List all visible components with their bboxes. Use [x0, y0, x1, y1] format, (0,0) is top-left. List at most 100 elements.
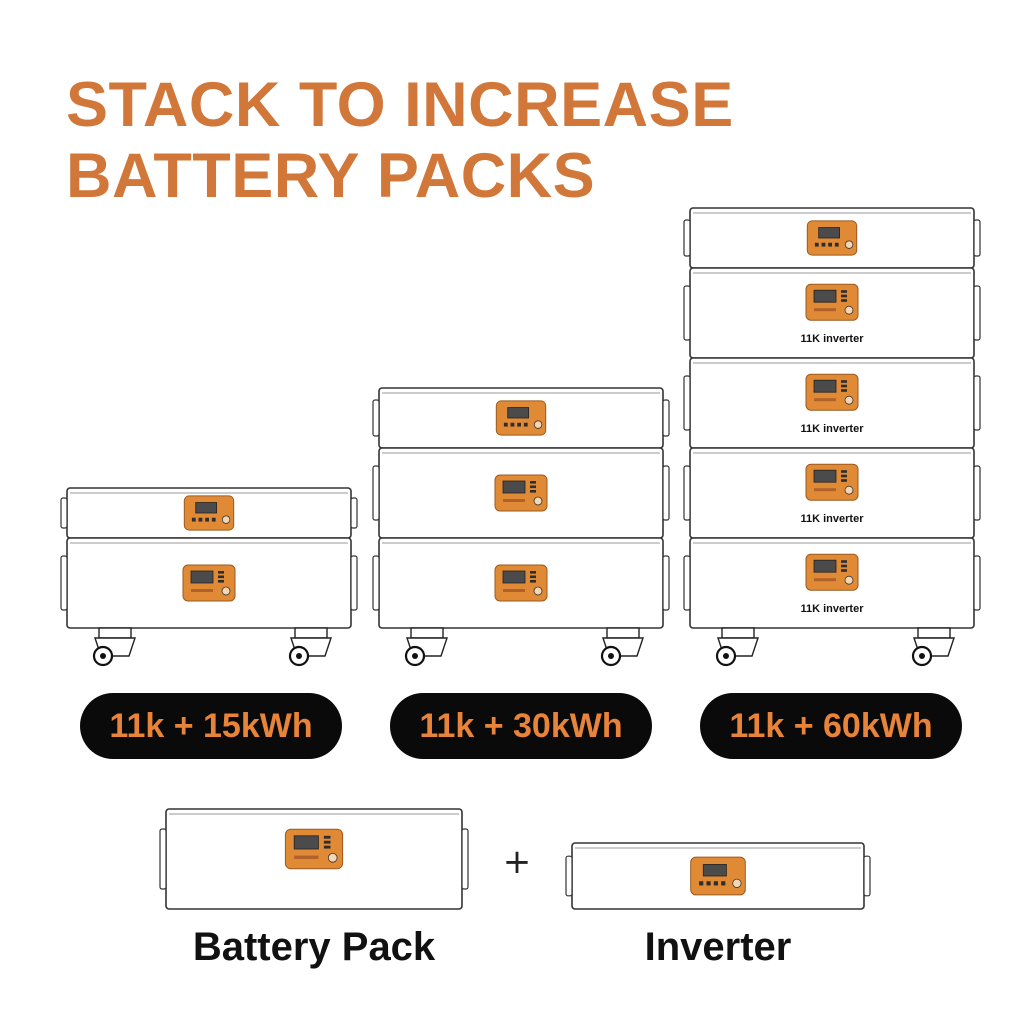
caster-wheel: [600, 627, 644, 667]
indicator-light: [841, 389, 847, 392]
power-button: [844, 305, 854, 315]
indicator-light: [841, 474, 847, 478]
indicator-light: [841, 560, 847, 563]
panel-button: [706, 881, 711, 886]
stack-3: 11K inverter 11K inverter 11K inverter 11K …: [683, 207, 981, 667]
caster-wheel: [911, 627, 955, 667]
panel-button: [523, 422, 528, 427]
config-label-30kwh: 11k + 30kWh: [390, 693, 652, 759]
battery-pack-caption: Battery Pack: [192, 925, 436, 969]
battery-module: [372, 537, 670, 629]
battery-control-panel: [494, 474, 548, 512]
battery-control-panel: [805, 553, 859, 591]
battery-module: [372, 447, 670, 539]
caster-wheel: [92, 627, 136, 667]
indicator-light: [841, 384, 847, 388]
left-handle: [372, 465, 380, 521]
inverter-control-panel: [690, 856, 746, 896]
battery-control-panel: [284, 828, 344, 870]
stack-2: [372, 387, 670, 667]
lcd-screen: [502, 570, 526, 584]
power-button: [844, 485, 854, 495]
left-handle: [565, 855, 573, 897]
right-handle: [350, 497, 358, 529]
battery-module: [159, 808, 469, 910]
caster-wheel: [288, 627, 332, 667]
lcd-screen: [813, 559, 837, 573]
lcd-screen: [702, 864, 727, 877]
config-label-60kwh: 11k + 60kWh: [700, 693, 962, 759]
left-handle: [372, 555, 380, 611]
caster-wheel: [404, 627, 448, 667]
brand-strip: [503, 589, 525, 592]
indicator-light: [841, 479, 847, 482]
indicator-light: [530, 490, 536, 493]
battery-module: 11K inverter: [683, 447, 981, 539]
inverter-control-panel: [495, 400, 547, 436]
lcd-screen: [195, 502, 217, 514]
brand-strip: [814, 308, 836, 312]
stacks-group: 11K inverter 11K inverter 11K inverter 11K …: [60, 207, 981, 667]
indicator-light: [841, 294, 847, 298]
panel-button: [517, 422, 521, 427]
panel-button: [834, 242, 839, 247]
left-handle: [683, 375, 691, 431]
power-button: [844, 575, 854, 585]
battery-module: 11K inverter: [683, 267, 981, 359]
left-handle: [683, 285, 691, 341]
wheel-hub: [296, 653, 302, 659]
battery-module: [60, 537, 358, 629]
indicator-light: [323, 845, 331, 849]
brand-strip: [814, 578, 836, 582]
wheel-hub: [100, 653, 106, 659]
panel-button: [503, 422, 508, 427]
left-handle: [60, 497, 68, 529]
lcd-screen: [813, 469, 837, 483]
battery-module: 11K inverter: [683, 357, 981, 449]
right-handle: [973, 219, 981, 257]
stack-1: [60, 487, 358, 667]
caster-mount: [721, 627, 755, 639]
indicator-light: [841, 299, 847, 302]
inverter-caption: Inverter: [644, 925, 792, 969]
config-label-15kwh: 11k + 15kWh: [80, 693, 342, 759]
module-caption: 11K inverter: [801, 423, 865, 435]
caster-mount: [917, 627, 951, 639]
battery-control-panel: [805, 283, 859, 321]
right-handle: [973, 375, 981, 431]
panel-button: [510, 422, 515, 427]
power-button: [221, 586, 231, 596]
wheel-hub: [723, 653, 729, 659]
right-handle: [662, 399, 670, 437]
indicator-light: [530, 571, 536, 574]
inverter-control-panel: [806, 220, 858, 256]
brand-strip: [814, 488, 836, 492]
indicator-light: [530, 580, 536, 583]
lcd-screen: [818, 227, 841, 239]
battery-module: 11K inverter: [683, 537, 981, 629]
power-button: [844, 395, 854, 405]
panel-button: [814, 242, 819, 247]
panel-button: [828, 242, 832, 247]
right-handle: [662, 465, 670, 521]
module-caption: 11K inverter: [801, 603, 865, 615]
left-handle: [159, 828, 167, 890]
power-button: [844, 240, 854, 249]
indicator-light: [841, 564, 847, 568]
right-handle: [863, 855, 871, 897]
power-button: [533, 586, 543, 596]
brand-strip: [294, 855, 319, 859]
right-handle: [973, 285, 981, 341]
left-handle: [683, 219, 691, 257]
panel-button: [211, 517, 216, 522]
indicator-light: [323, 840, 331, 844]
caster-mount: [98, 627, 132, 639]
lcd-screen: [293, 835, 319, 850]
plus-sign: +: [502, 842, 532, 882]
caster-mount: [294, 627, 328, 639]
battery-control-panel: [494, 564, 548, 602]
wheel-hub: [608, 653, 614, 659]
indicator-light: [530, 481, 536, 484]
left-handle: [372, 399, 380, 437]
